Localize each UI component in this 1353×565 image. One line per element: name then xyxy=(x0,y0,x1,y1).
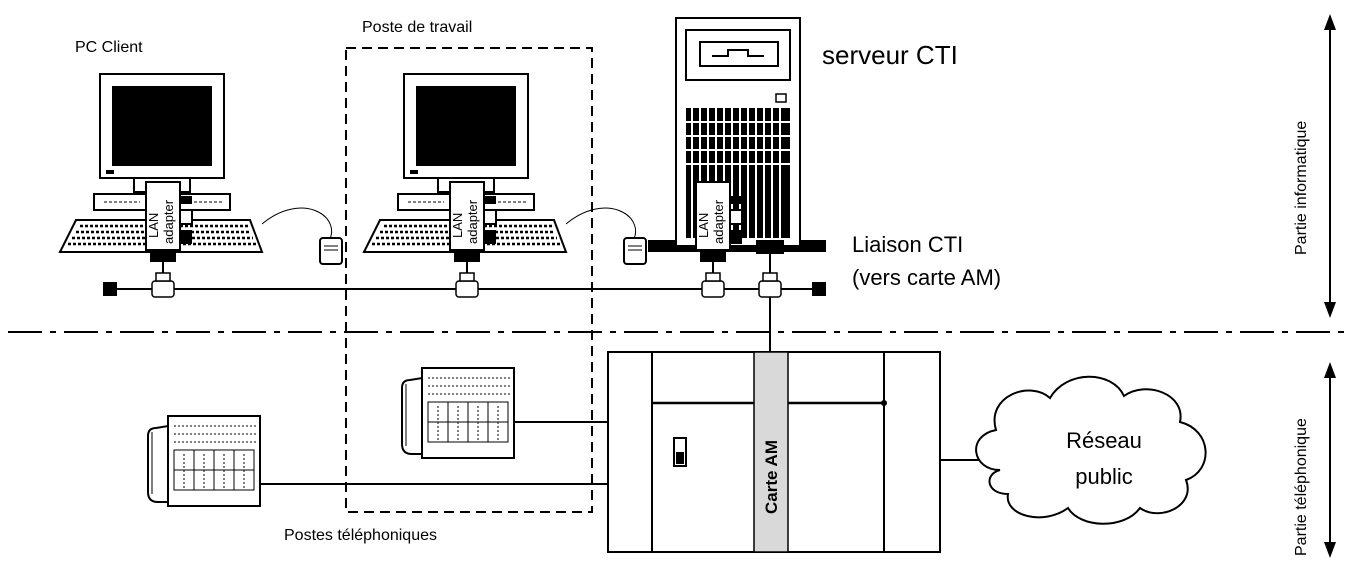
serveur-cti-label: serveur CTI xyxy=(822,40,958,70)
lan-adapter-text: LAN xyxy=(696,213,711,238)
partie-informatique-label: Partie informatique xyxy=(1293,121,1310,255)
cti-server-connector xyxy=(701,272,725,298)
lan-adapter-text: LAN xyxy=(146,213,161,238)
telephonique-arrow xyxy=(1324,362,1336,558)
lan-adapter-text: LAN xyxy=(450,213,465,238)
workstation-lan-adapter: LAN adapter xyxy=(449,181,497,263)
cti-server-lan-adapter: LAN adapter xyxy=(695,181,743,263)
pc-client-label: PC Client xyxy=(75,39,143,56)
workstation-computer xyxy=(362,72,648,266)
reseau-label-2: public xyxy=(1075,464,1132,489)
poste-travail-label: Poste de travail xyxy=(362,19,472,36)
liaison-cti-label: Liaison CTI xyxy=(852,232,963,257)
workstation-boundary xyxy=(345,47,593,513)
informatique-arrow xyxy=(1324,14,1336,318)
carte-am-card: Carte AM xyxy=(753,351,789,553)
pc-client-lan-adapter: LAN adapter xyxy=(145,181,193,263)
pc-client-computer xyxy=(58,72,344,266)
bus-terminator-right xyxy=(812,282,826,296)
telephone-set-1 xyxy=(401,367,515,459)
lan-adapter-text: adapter xyxy=(711,199,726,244)
lan-adapter-text: adapter xyxy=(465,199,480,244)
pc-client-connector xyxy=(151,272,175,298)
lan-adapter-text: adapter xyxy=(161,199,176,244)
reseau-label-1: Réseau xyxy=(1066,428,1142,453)
cti-link-connector xyxy=(758,272,782,298)
public-network-cloud xyxy=(975,375,1207,525)
postes-telephoniques-label: Postes téléphoniques xyxy=(284,527,437,544)
partie-telephonique-label: Partie téléphonique xyxy=(1293,418,1310,556)
bus-terminator-left xyxy=(103,282,117,296)
telephone-set-2 xyxy=(147,415,261,507)
workstation-connector xyxy=(455,272,479,298)
carte-am-label: Carte AM xyxy=(762,440,781,514)
liaison-cti-sublabel: (vers carte AM) xyxy=(852,265,1001,290)
